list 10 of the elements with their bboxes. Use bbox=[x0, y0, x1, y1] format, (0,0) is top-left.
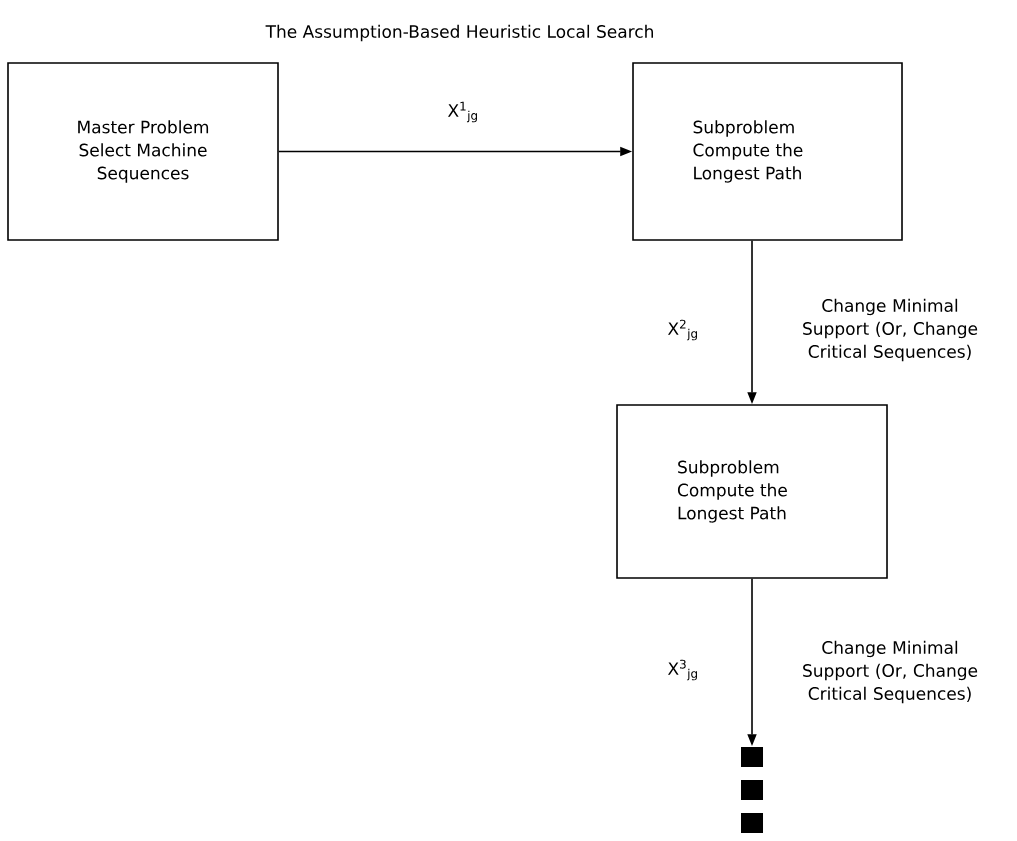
edge-label: X$^{2}$jg bbox=[666, 318, 700, 342]
process-box: Subproblem Compute the Longest Path bbox=[632, 62, 903, 241]
process-box: Subproblem Compute the Longest Path bbox=[616, 404, 888, 579]
edge-label: X$^{1}$jg bbox=[446, 100, 480, 124]
side-note: Change Minimal Support (Or, Change Critical Sequences) bbox=[803, 298, 978, 362]
continuation-marks bbox=[741, 747, 763, 833]
side-note: Change Minimal Support (Or, Change Critical Sequences) bbox=[803, 640, 978, 704]
edge-label: X$^{3}$jg bbox=[666, 658, 700, 682]
title: The Assumption-Based Heuristic Local Search bbox=[265, 24, 653, 42]
process-box: Master Problem Select Machine Sequences bbox=[7, 62, 279, 241]
